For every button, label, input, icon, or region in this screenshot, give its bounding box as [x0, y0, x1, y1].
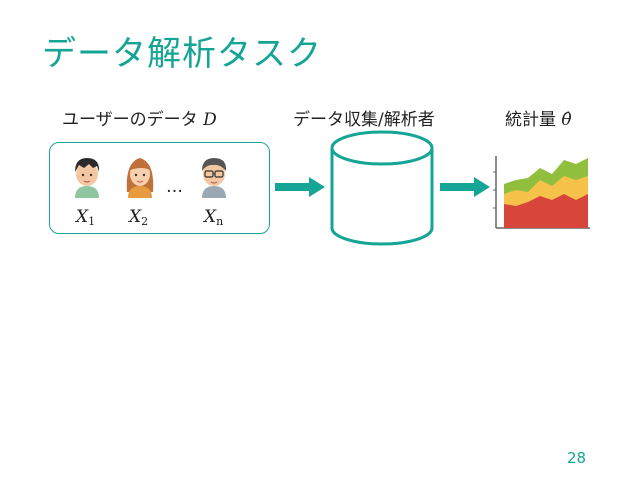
collector-label: データ収集/解析者 — [293, 110, 435, 130]
user-n-var: X — [204, 207, 217, 227]
slide-title: データ解析タスク — [42, 34, 322, 74]
user-1-label: X1 — [76, 207, 95, 228]
statistic-label-text: 統計量 — [505, 110, 556, 130]
user-1-avatar-icon — [75, 158, 100, 198]
statistic-var: θ̂ — [561, 110, 572, 130]
user-2-avatar-icon — [126, 158, 154, 198]
arrow-to-statistic — [440, 177, 490, 197]
page-number: 28 — [567, 449, 587, 467]
statistic-label: 統計量 θ̂ — [505, 105, 572, 130]
user-2-var: X — [129, 207, 142, 227]
user-n-avatar-icon — [202, 158, 227, 198]
users-data-var: D — [203, 110, 217, 130]
user-2-label: X2 — [129, 207, 148, 228]
arrow-to-database — [275, 177, 325, 197]
users-data-label: ユーザーのデータ D — [62, 105, 217, 130]
user-n-label: Xn — [204, 207, 223, 228]
user-n-sub: n — [216, 215, 224, 228]
user-1-var: X — [76, 207, 89, 227]
ellipsis: … — [166, 177, 183, 197]
statistic-chart-icon — [493, 156, 590, 229]
user-2-sub: 2 — [141, 215, 149, 228]
user-1-sub: 1 — [88, 215, 96, 228]
database-icon — [330, 130, 434, 246]
users-data-label-text: ユーザーのデータ — [62, 110, 198, 130]
